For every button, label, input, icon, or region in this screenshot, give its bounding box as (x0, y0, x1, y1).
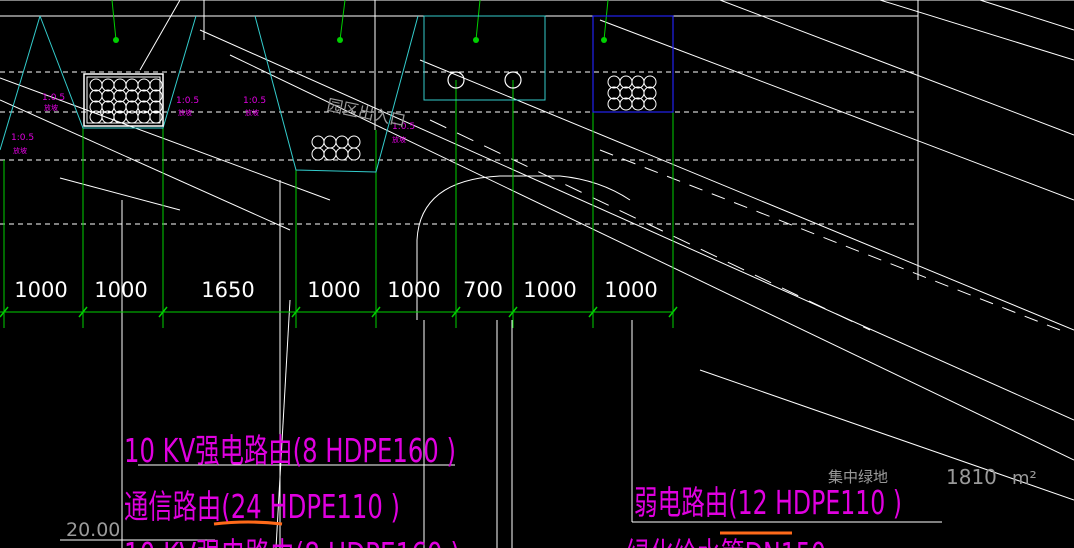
green-water-pipe-label: 绿化给水管DN150 (626, 535, 826, 548)
dim-label-8: 1000 (604, 278, 657, 302)
slope-ratio: 1:0.5 (392, 122, 415, 132)
slope-ratio: 1:0.5 (243, 96, 266, 106)
strong-power-route-label: 10 KV强电路由(8 HDPE160 ) (124, 431, 456, 470)
dim-label-4: 1000 (307, 278, 360, 302)
weak-power-trench (592, 15, 674, 113)
vertical-construction-lines (60, 0, 942, 548)
slope-ratio: 1:0.5 (42, 93, 65, 103)
slope-word: 放坡 (44, 103, 58, 112)
strong-power-pipe-bundle (83, 73, 164, 127)
telecom-route-label: 通信路由(24 HDPE110 ) (124, 487, 400, 526)
dim-label-2: 1000 (94, 278, 147, 302)
dimension-ticks (0, 306, 678, 318)
dimension-labels: 1000 1000 1650 1000 1000 700 1000 1000 (14, 278, 657, 302)
slope-labels: 1:0.5 放坡 1:0.5 放坡 1:0.5 放坡 1:0.5 放坡 1:0.… (11, 93, 415, 155)
green-area-unit: m² (1012, 468, 1037, 489)
dim-label-3: 1650 (201, 278, 254, 302)
dim-label-7: 1000 (523, 278, 576, 302)
green-area-value: 1810 (946, 465, 997, 489)
slope-ratio: 1:0.5 (176, 96, 199, 106)
telecom-pipe-bundle (311, 135, 361, 161)
orange-highlight-marks (213, 520, 792, 535)
green-vertical-lines (0, 0, 674, 328)
water-pipe-circles (447, 71, 522, 89)
slope-word: 放坡 (178, 108, 192, 117)
strong-power-route-label-lower: 10 KV强电路由(8 HDPE160 ) (124, 535, 460, 548)
slope-word: 放坡 (392, 135, 406, 144)
weak-power-pipe-bundle (607, 75, 657, 111)
weak-power-route-label: 弱电路由(12 HDPE110 ) (634, 483, 902, 522)
green-area-label: 集中绿地 (828, 468, 888, 486)
slope-word: 放坡 (13, 146, 27, 155)
diagonal-road-lines (0, 0, 1074, 501)
trench-outlines (0, 15, 546, 173)
green-leader-points (113, 37, 607, 43)
slope-word: 放坡 (245, 108, 259, 117)
dim-label-5: 1000 (387, 278, 440, 302)
dim-label-1: 1000 (14, 278, 67, 302)
dim-label-6: 700 (463, 278, 503, 302)
slope-ratio: 1:0.5 (11, 133, 34, 143)
frame-lines (0, 0, 1074, 280)
level-label: 20.00 (66, 519, 120, 541)
